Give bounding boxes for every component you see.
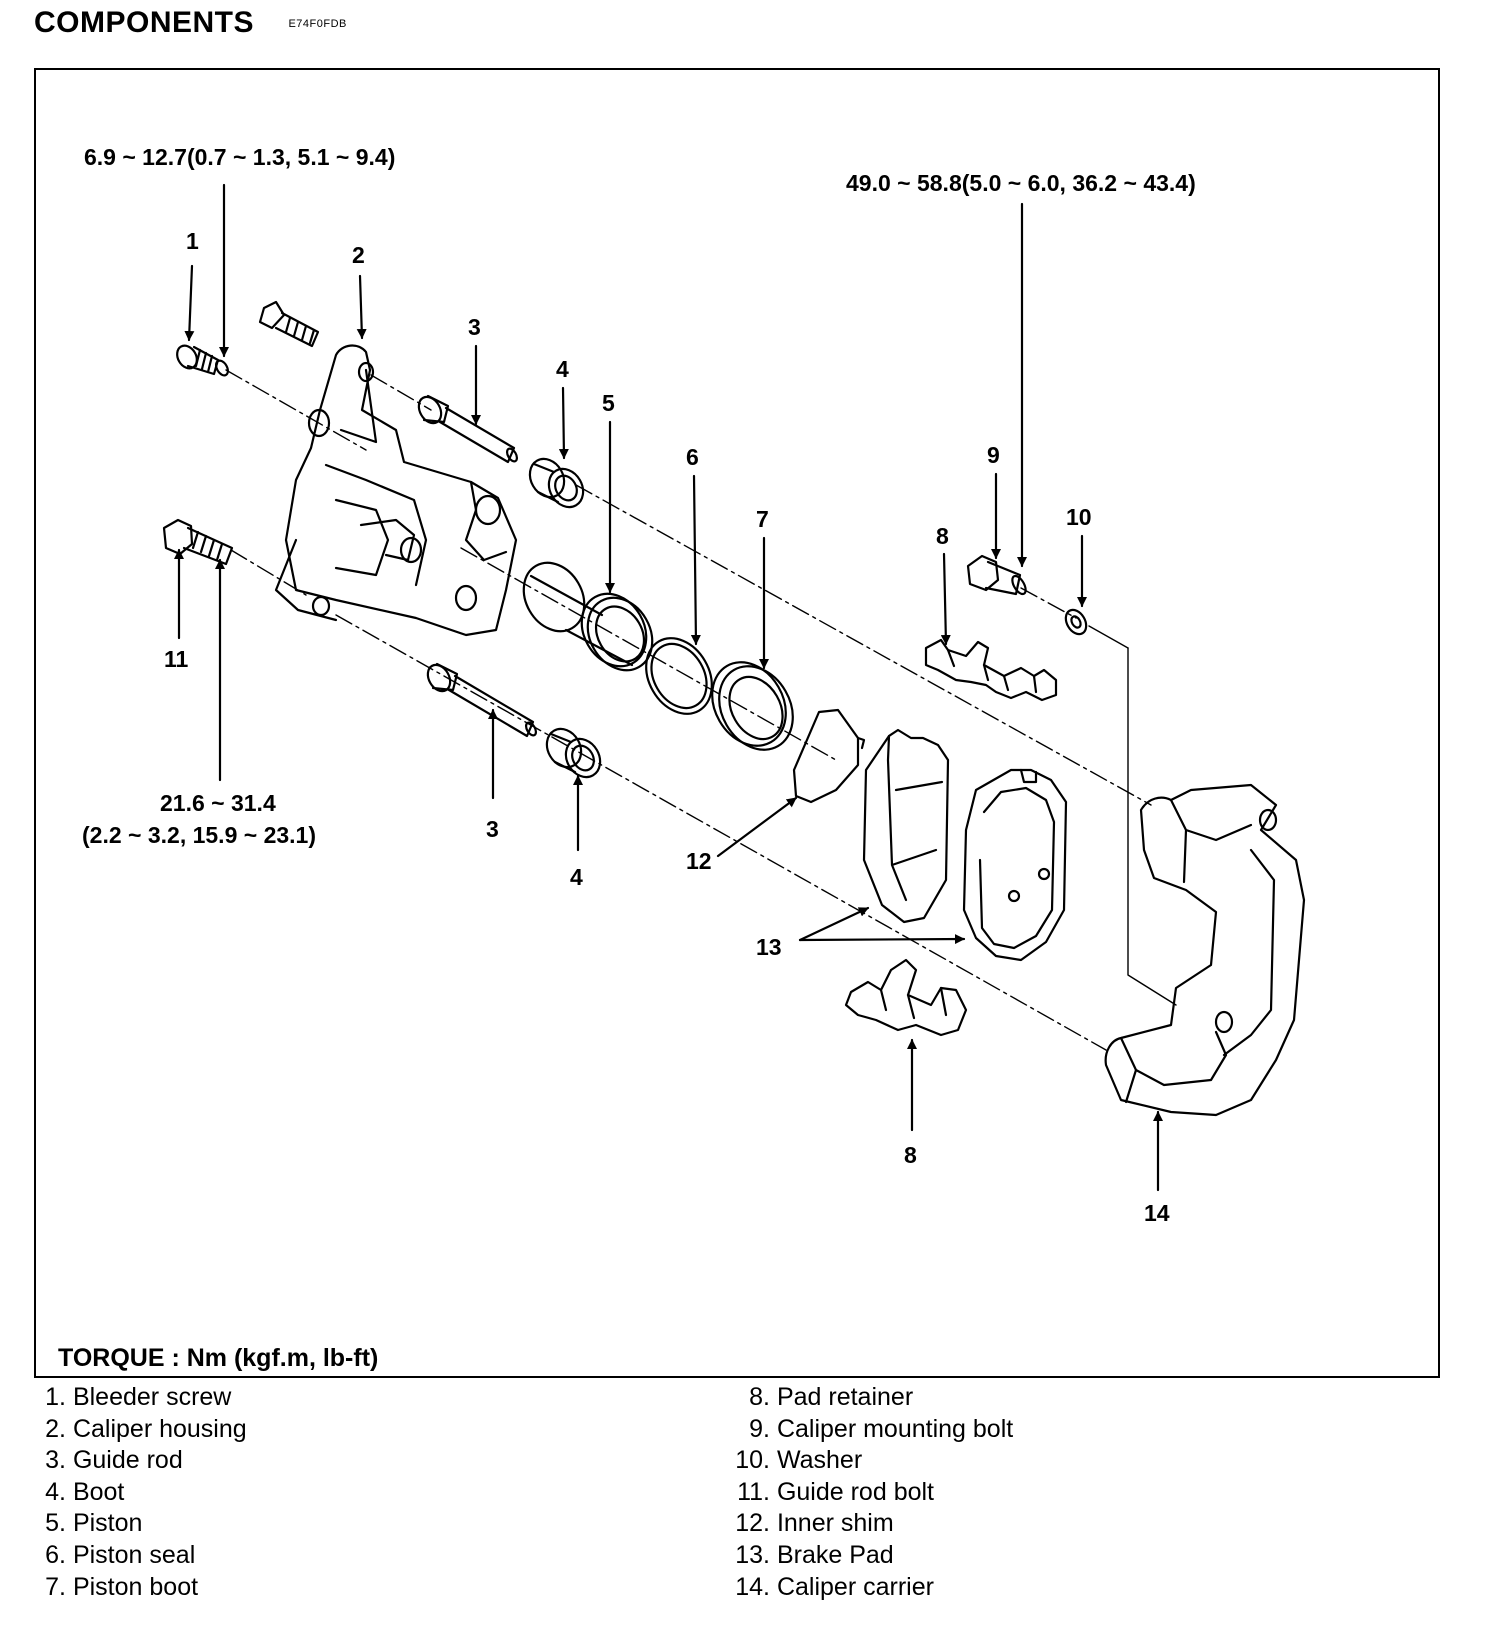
legend-item: 7. Piston boot: [40, 1572, 247, 1604]
document-code: E74F0FDB: [288, 18, 347, 30]
callout-13: 13: [756, 934, 782, 960]
legend-number: 10.: [735, 1446, 770, 1475]
legend-number: 9.: [749, 1414, 770, 1443]
legend-number: 4.: [45, 1477, 66, 1506]
bleeder-screw-icon: [176, 344, 229, 377]
legend-item: 11. Guide rod bolt: [730, 1477, 1013, 1509]
page-heading: COMPONENTS E74F0FDB: [34, 6, 347, 40]
callout-4-upper: 4: [556, 356, 569, 382]
legend-label: Caliper carrier: [776, 1572, 934, 1601]
torque-units-note: TORQUE : Nm (kgf.m, lb-ft): [58, 1344, 379, 1372]
exploded-diagram: 6.9 ~ 12.7(0.7 ~ 1.3, 5.1 ~ 9.4) 49.0 ~ …: [34, 68, 1440, 1378]
callout-7: 7: [756, 506, 769, 532]
legend-label: Guide rod bolt: [776, 1477, 934, 1506]
callout-9: 9: [987, 442, 1000, 468]
legend-number: 5.: [45, 1509, 66, 1538]
caliper-carrier-icon: [1104, 783, 1306, 1117]
boot-upper-icon: [528, 457, 585, 509]
legend-label: Bleeder screw: [72, 1383, 232, 1411]
caliper-mounting-bolt-icon: [966, 554, 1027, 596]
legend-number: 14.: [735, 1572, 770, 1601]
piston-seal-icon: [645, 637, 713, 715]
torque-bleeder-screw: 6.9 ~ 12.7(0.7 ~ 1.3, 5.1 ~ 9.4): [84, 144, 396, 170]
guide-rod-lower-icon: [426, 662, 538, 738]
legend-label: Pad retainer: [776, 1383, 914, 1411]
callout-12: 12: [686, 848, 712, 874]
mounting-bolt-axis: [1127, 647, 1177, 1006]
legend-number: 6.: [45, 1540, 66, 1569]
legend-item: 8. Pad retainer: [730, 1382, 1013, 1414]
legend-number: 2.: [45, 1414, 66, 1443]
legend-item: 4. Boot: [40, 1477, 247, 1509]
housing-bolt-icon: [258, 300, 320, 348]
callout-8-lower: 8: [904, 1142, 917, 1168]
guide-rod-bolt-icon: [162, 518, 234, 566]
legend-item: 2. Caliper housing: [40, 1414, 247, 1446]
callout-8-upper: 8: [936, 523, 949, 549]
caliper-housing-icon: [274, 344, 518, 637]
callout-10: 10: [1066, 504, 1092, 530]
callout-1: 1: [186, 228, 199, 254]
legend-label: Piston seal: [72, 1540, 196, 1569]
piston-boot-icon: [711, 661, 794, 751]
callout-4-lower: 4: [570, 864, 583, 890]
legend-number: 13.: [735, 1540, 770, 1569]
legend-label: Guide rod: [72, 1446, 183, 1475]
legend-number: 12.: [735, 1509, 770, 1538]
legend-item: 14. Caliper carrier: [730, 1572, 1013, 1604]
callout-14: 14: [1144, 1200, 1170, 1226]
torque-mounting-bolt: 49.0 ~ 58.8(5.0 ~ 6.0, 36.2 ~ 43.4): [846, 170, 1196, 196]
callout-6: 6: [686, 444, 699, 470]
legend-label: Boot: [72, 1477, 125, 1506]
legend-item: 10. Washer: [730, 1445, 1013, 1477]
callout-11: 11: [164, 646, 189, 672]
brake-pad-outer-icon: [962, 768, 1068, 962]
callout-3-lower: 3: [486, 816, 499, 842]
callout-2: 2: [352, 242, 365, 268]
torque-guide-rod-bolt-line1: 21.6 ~ 31.4: [160, 790, 276, 816]
legend-item: 12. Inner shim: [730, 1508, 1013, 1540]
pad-retainer-lower-icon: [844, 958, 968, 1037]
legend-item: 6. Piston seal: [40, 1540, 247, 1572]
boot-lower-icon: [545, 727, 602, 779]
legend-label: Piston: [72, 1509, 143, 1538]
legend-label: Caliper mounting bolt: [776, 1414, 1014, 1443]
legend-item: 5. Piston: [40, 1508, 247, 1540]
washer-icon: [1064, 608, 1088, 636]
caliper-illustration: [162, 183, 1306, 1192]
inner-shim-icon: [792, 708, 866, 804]
guide-rod-upper-icon: [417, 394, 519, 464]
legend-column-left: 1. Bleeder screw 2. Caliper housing 3. G…: [40, 1382, 247, 1603]
callout-leader-lines: [174, 183, 1163, 1192]
callout-3-upper: 3: [468, 314, 481, 340]
legend-label: Inner shim: [776, 1509, 894, 1538]
legend-item: 9. Caliper mounting bolt: [730, 1414, 1013, 1446]
callout-5: 5: [602, 390, 615, 416]
legend-item: 3. Guide rod: [40, 1445, 247, 1477]
legend-label: Washer: [776, 1446, 863, 1475]
legend-number: 7.: [45, 1572, 66, 1601]
legend-label: Brake Pad: [776, 1540, 894, 1569]
legend-number: 1.: [45, 1383, 66, 1411]
legend-number: 11.: [737, 1477, 770, 1506]
legend-item: 13. Brake Pad: [730, 1540, 1013, 1572]
pad-retainer-upper-icon: [924, 638, 1058, 702]
legend-label: Piston boot: [72, 1572, 199, 1601]
page-title: COMPONENTS: [34, 6, 255, 39]
legend-label: Caliper housing: [72, 1414, 247, 1443]
legend-item: 1. Bleeder screw: [40, 1382, 247, 1414]
torque-guide-rod-bolt-line2: (2.2 ~ 3.2, 15.9 ~ 23.1): [82, 822, 316, 848]
legend-column-right: 8. Pad retainer 9. Caliper mounting bolt…: [730, 1382, 1013, 1603]
piston-icon: [522, 561, 654, 672]
brake-pad-inner-icon: [862, 728, 950, 924]
legend-number: 3.: [45, 1446, 66, 1475]
legend-number: 8.: [749, 1383, 770, 1411]
